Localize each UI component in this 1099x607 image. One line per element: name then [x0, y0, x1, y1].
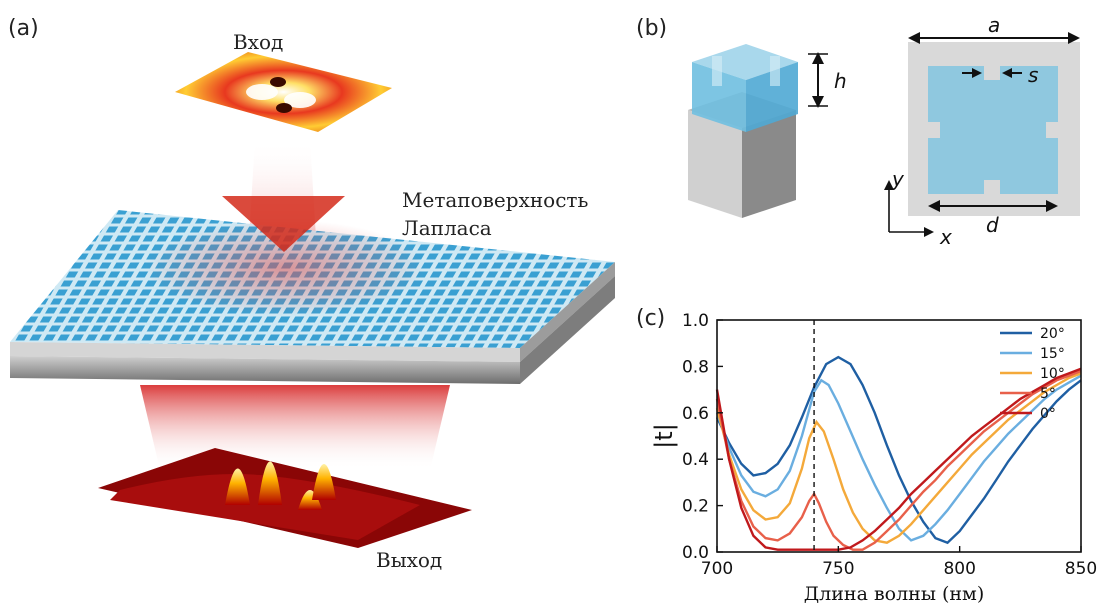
axis-x-label: x — [939, 225, 952, 249]
series-line-3 — [715, 369, 1082, 551]
x-tick-label: 700 — [701, 559, 733, 579]
x-tick-label: 850 — [1065, 559, 1097, 579]
metasurface-slab — [10, 210, 615, 384]
input-field-map — [175, 52, 392, 132]
plot-frame — [716, 319, 1082, 553]
legend-label-2: 10° — [1040, 366, 1065, 382]
metasurface-label-line1: Метаповерхность — [402, 188, 589, 212]
x-tick-label: 750 — [822, 559, 854, 579]
series-line-2 — [715, 372, 1082, 544]
panel-b-label: (b) — [636, 16, 668, 41]
outgoing-beam — [140, 385, 450, 470]
panel-a-label: (a) — [8, 16, 39, 41]
y-axis-label: |t| — [650, 423, 678, 449]
legend-label-1: 15° — [1040, 346, 1065, 362]
dim-a-label: a — [988, 13, 1000, 37]
y-tick-label: 0.8 — [682, 357, 709, 377]
y-tick-label: 0.6 — [682, 404, 709, 424]
x-tick-label: 800 — [943, 559, 975, 579]
y-tick-label: 0.4 — [682, 450, 709, 470]
unit-cell-top-view — [908, 42, 1080, 216]
output-field-surface — [98, 448, 472, 548]
series-line-4 — [715, 367, 1082, 551]
axis-y-label: y — [891, 167, 905, 191]
input-label: Вход — [233, 30, 284, 54]
legend-label-0: 20° — [1040, 326, 1065, 342]
dim-h-label: h — [834, 69, 847, 93]
legend-label-4: 0° — [1040, 406, 1056, 422]
output-label: Выход — [376, 548, 443, 572]
y-tick-label: 0.2 — [682, 497, 709, 517]
legend-label-3: 5° — [1040, 386, 1056, 402]
panel-c-label: (c) — [636, 306, 666, 331]
dim-s-label: s — [1028, 63, 1038, 87]
metasurface-label-line2: Лапласа — [402, 216, 492, 240]
dim-d-label: d — [986, 213, 999, 237]
unit-cell-3d — [688, 44, 798, 218]
panel-a-illustration — [10, 52, 615, 548]
series-line-1 — [715, 374, 1082, 542]
y-tick-label: 0.0 — [682, 543, 709, 563]
beam-arrow — [222, 196, 345, 252]
y-tick-label: 1.0 — [682, 311, 709, 331]
series-line-0 — [715, 355, 1082, 545]
x-axis-label: Длина волны (нм) — [804, 583, 985, 605]
